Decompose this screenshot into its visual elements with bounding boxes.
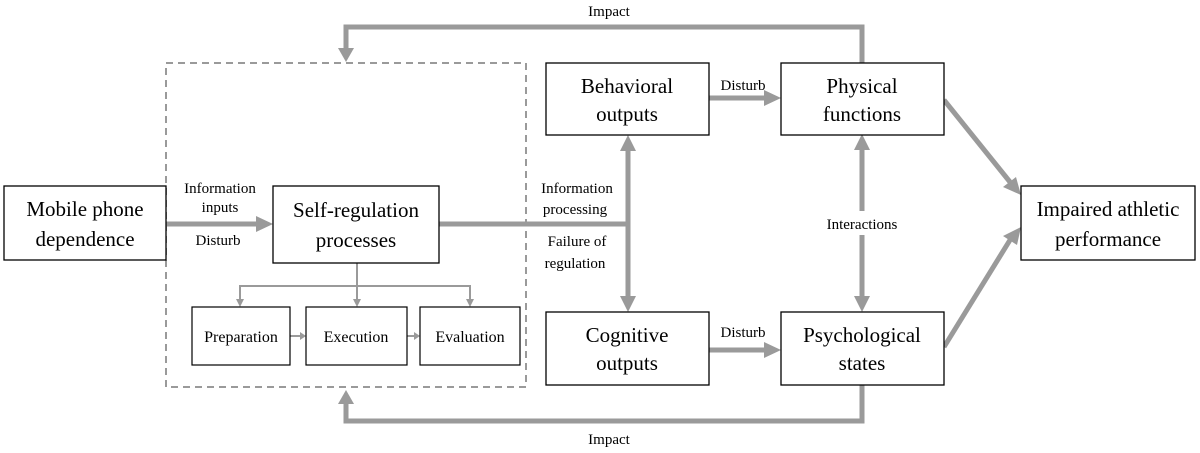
interactions-label: Interactions <box>827 217 898 233</box>
input-arrowhead <box>256 216 273 232</box>
physical-to-performance-arrowhead <box>1003 177 1021 195</box>
failure-of-regulation-label-line2: regulation <box>545 256 606 272</box>
preparation-node: Preparation <box>191 306 291 366</box>
branch-down-arrowhead <box>620 296 636 312</box>
mobile-phone-label-line1: Mobile phone <box>26 197 143 221</box>
psychological-states-node: Psychological states <box>780 311 945 386</box>
psychological-label-line2: states <box>839 351 886 375</box>
disturb-cognitive-label: Disturb <box>721 325 766 341</box>
disturb-behavioral-arrowhead <box>764 90 781 106</box>
disturb-input-label: Disturb <box>196 233 241 249</box>
evaluation-arrowhead <box>466 299 474 307</box>
impact-top-arrow-line <box>343 24 865 63</box>
physical-label-line1: Physical <box>826 74 897 98</box>
self-regulation-label-line2: processes <box>316 228 396 252</box>
information-processing-label-line2: processing <box>543 202 608 218</box>
failure-of-regulation-label-line1: Failure of <box>548 234 607 250</box>
impaired-label-line2: performance <box>1055 227 1161 251</box>
mobile-phone-label-line2: dependence <box>35 227 134 251</box>
branch-up-arrowhead <box>620 135 636 151</box>
impact-bottom-arrow-line <box>343 385 865 424</box>
psychological-label-line1: Psychological <box>803 323 921 347</box>
disturb-cognitive-arrowhead <box>764 342 781 358</box>
impact-top-label: Impact <box>588 4 630 20</box>
prep-to-exec-arrowhead <box>300 332 306 340</box>
information-processing-label-line1: Information <box>541 181 613 197</box>
preparation-arrowhead <box>236 299 244 307</box>
impact-bottom-label: Impact <box>588 432 630 448</box>
interactions-label-background <box>814 211 910 235</box>
evaluation-label: Evaluation <box>435 329 504 346</box>
psychological-to-performance-arrowhead <box>1003 227 1021 245</box>
preparation-label: Preparation <box>204 329 278 346</box>
cognitive-outputs-node: Cognitive outputs <box>545 311 710 386</box>
physical-label-line2: functions <box>823 102 901 126</box>
evaluation-node: Evaluation <box>419 306 521 366</box>
disturb-behavioral-label: Disturb <box>721 78 766 94</box>
information-inputs-label-line1: Information <box>184 181 256 197</box>
behavioral-label-line1: Behavioral <box>581 74 673 98</box>
impaired-label-line1: Impaired athletic <box>1037 197 1180 221</box>
interactions-arrowhead-up <box>854 134 870 150</box>
behavioral-label-line2: outputs <box>596 102 658 126</box>
behavioral-outputs-node: Behavioral outputs <box>545 62 710 136</box>
execution-label: Execution <box>324 329 389 346</box>
information-inputs-label-line2: inputs <box>202 200 239 216</box>
self-regulation-label-line1: Self-regulation <box>293 198 419 222</box>
subprocess-bracket <box>239 285 471 300</box>
mobile-phone-dependence-node: Mobile phone dependence <box>3 185 167 261</box>
self-regulation-node: Self-regulation processes <box>272 185 440 264</box>
interactions-arrowhead-down <box>854 296 870 312</box>
execution-arrowhead <box>353 299 361 307</box>
cognitive-label-line1: Cognitive <box>586 323 669 347</box>
impact-bottom-arrowhead <box>338 390 354 404</box>
psychological-to-performance-line <box>941 238 1013 349</box>
cognitive-label-line2: outputs <box>596 351 658 375</box>
impaired-performance-node: Impaired athletic performance <box>1020 185 1196 261</box>
impact-top-arrowhead <box>338 48 354 62</box>
exec-to-eval-arrowhead <box>414 332 420 340</box>
execution-node: Execution <box>305 306 408 366</box>
physical-functions-node: Physical functions <box>780 62 945 136</box>
physical-to-performance-line <box>942 98 1012 184</box>
